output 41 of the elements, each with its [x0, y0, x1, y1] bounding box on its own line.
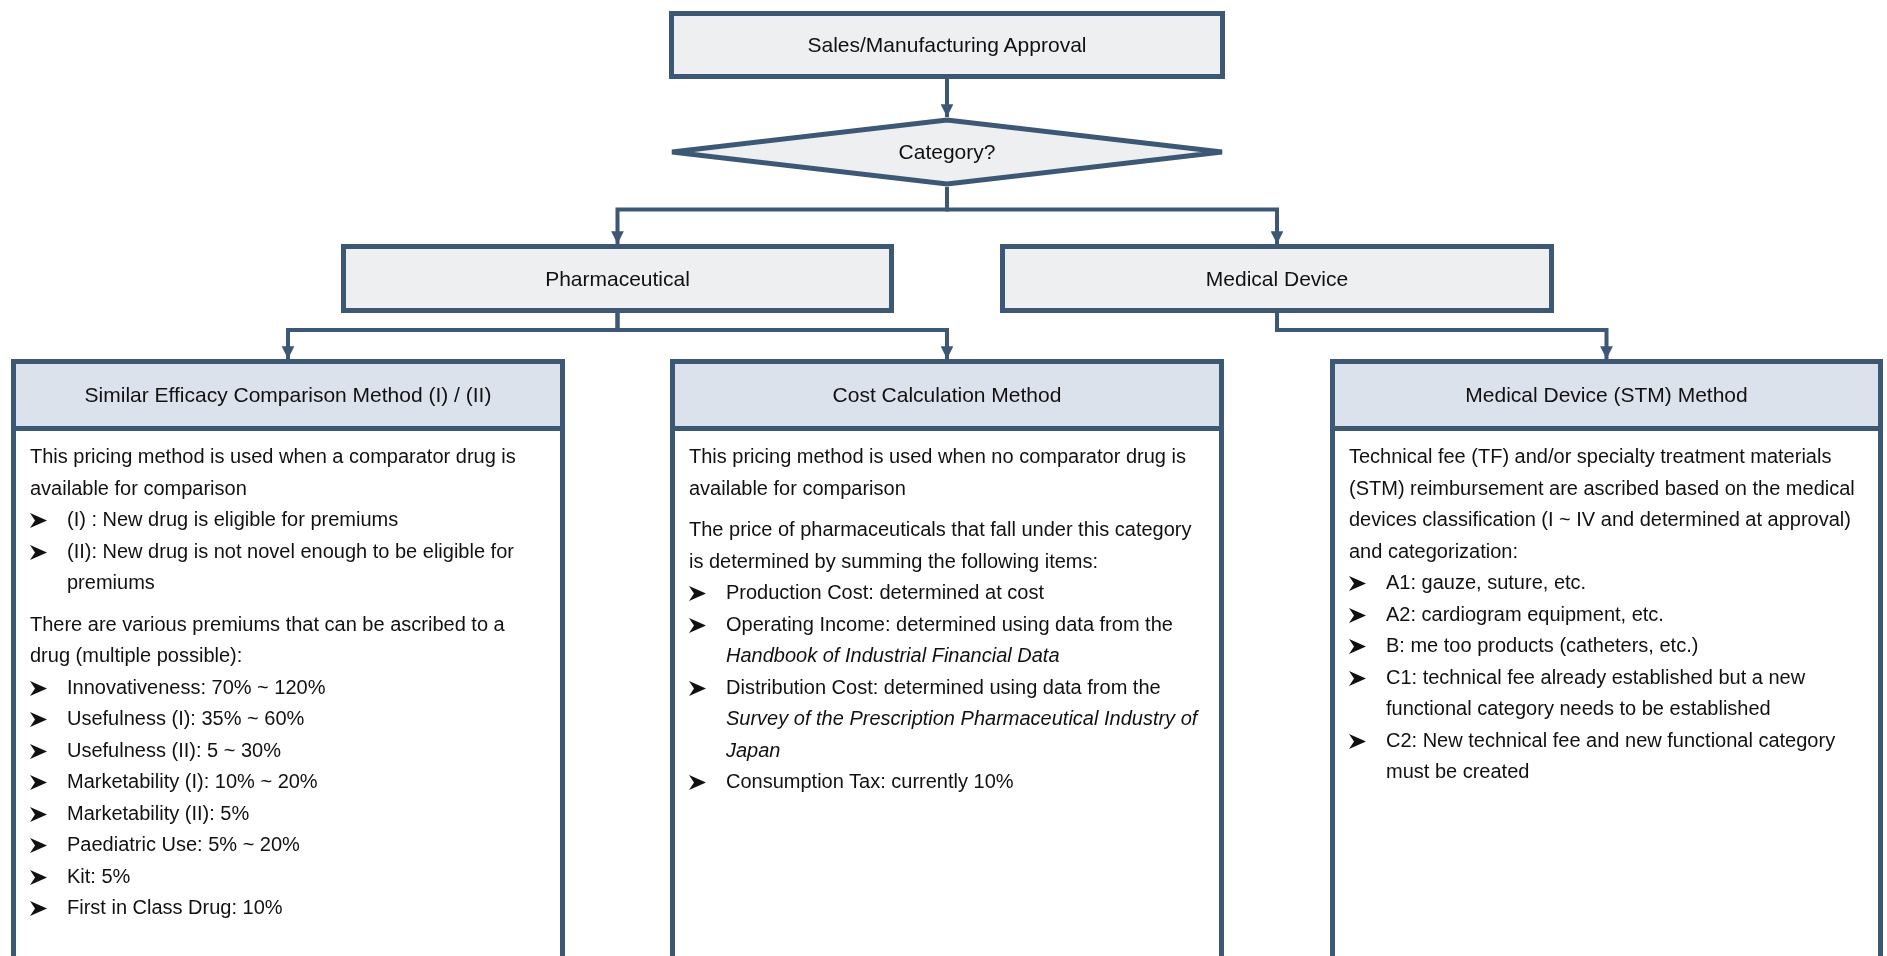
- list-item: Usefulness (I): 35% ~ 60%: [67, 706, 306, 731]
- body-text: This pricing method is used when no comparator drug is available for comparison: [689, 444, 1187, 501]
- box-header: Cost Calculation Method: [675, 364, 1219, 431]
- list-item: (I) : New drug is eligible for premiums: [67, 507, 400, 532]
- list-item: Production Cost: determined at cost: [726, 580, 1045, 605]
- body-text: This pricing method is used when a comparator drug is available for comparison: [30, 444, 517, 501]
- method-box: [11, 359, 565, 956]
- box-header: Similar Efficacy Comparison Method (I) / (II): [16, 364, 560, 431]
- arrow: [940, 79, 954, 117]
- list-item: Consumption Tax: currently 10%: [726, 769, 1015, 794]
- node-label: Sales/Manufacturing Approval: [807, 33, 1087, 57]
- list-item: Marketability (II): 5%: [67, 800, 251, 826]
- process-box: [669, 11, 1225, 79]
- process-box: [341, 244, 894, 313]
- node-label: Pharmaceutical: [545, 266, 690, 291]
- list-item: A1: gauze, suture, etc.: [1386, 570, 1588, 595]
- arrow: [1275, 313, 1613, 359]
- list-item: (II): New drug is not novel enough to be eligible for premiums: [67, 538, 515, 595]
- list-item: Usefulness (II): 5 ~ 30%: [67, 737, 282, 763]
- body-text: The price of pharmaceuticals that fall under this category is determined by summing the following items:: [689, 517, 1193, 574]
- list-item: First in Class Drug: 10%: [67, 895, 284, 920]
- arrow: [615, 313, 954, 359]
- node-label: Medical Device: [1205, 266, 1349, 291]
- list-item: Paediatric Use: 5% ~ 20%: [67, 832, 301, 857]
- list-item: Operating Income: determined using data from the Handbook of Industrial Financial Data: [726, 611, 1174, 668]
- decision-diamond: [669, 117, 1225, 187]
- list-item: Kit: 5%: [67, 863, 132, 889]
- method-box: [1330, 359, 1883, 956]
- method-box: [670, 359, 1224, 956]
- body-text: Technical fee (TF) and/or specialty treatment materials (STM) reimbursement are ascribed based on the medical devices classification (I ~ IV and determined at approval) and categorization:: [1349, 444, 1856, 564]
- list-item: B: me too products (catheters, etc.): [1386, 633, 1700, 658]
- list-item: Marketability (I): 10% ~ 20%: [67, 769, 319, 794]
- list-item: A2: cardiogram equipment, etc.: [1386, 601, 1665, 627]
- list-item: C2: New technical fee and new functional category must be created: [1386, 727, 1837, 784]
- box-header: Medical Device (STM) Method: [1335, 364, 1878, 431]
- list-item: Innovativeness: 70% ~ 120%: [67, 674, 327, 700]
- list-item: C1: technical fee already established but a new functional category needs to be established: [1386, 664, 1807, 721]
- list-item: Distribution Cost: determined using data from the Survey of the Prescription Pharmaceutical Industry of Japan: [726, 674, 1200, 763]
- node-label: Category?: [898, 140, 996, 164]
- process-box: [1000, 244, 1554, 313]
- body-text: There are various premiums that can be ascribed to a drug (multiple possible):: [30, 611, 506, 668]
